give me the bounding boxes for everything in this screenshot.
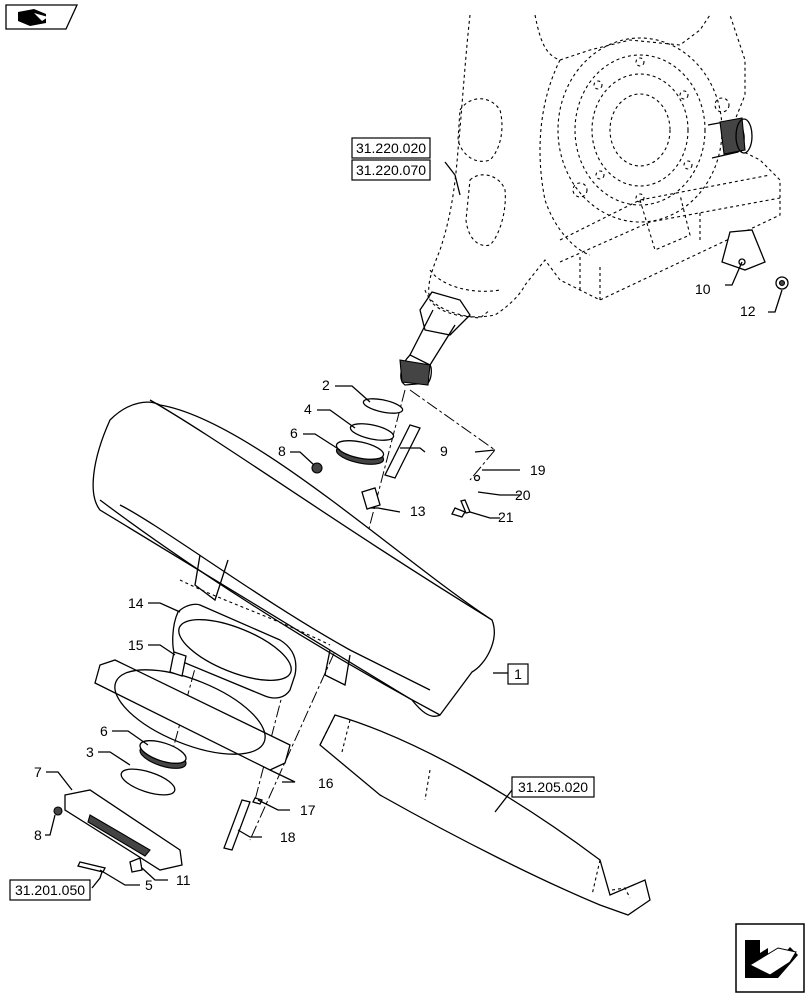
callout-14: 14: [128, 595, 144, 611]
callout-12: 12: [740, 303, 756, 319]
small-hardware-bottom: [53, 740, 263, 873]
callout-17: 17: [300, 802, 316, 818]
callout-21: 21: [498, 509, 514, 525]
belt: [319, 714, 651, 916]
ref-box-31-220-020[interactable]: 31.220.020: [351, 137, 431, 159]
svg-text:31.201.050: 31.201.050: [15, 882, 85, 898]
drum-assembly: [92, 399, 495, 717]
small-hardware-top: [311, 229, 789, 518]
callout-8-top: 8: [278, 443, 286, 459]
callout-16: 16: [318, 775, 334, 791]
svg-text:31.205.020: 31.205.020: [518, 779, 588, 795]
callout-4: 4: [304, 401, 312, 417]
main-item-box[interactable]: 1: [507, 663, 529, 685]
callout-15: 15: [128, 637, 144, 653]
callout-10: 10: [695, 281, 711, 297]
book-nav-icon[interactable]: [5, 4, 79, 30]
callout-19: 19: [530, 462, 546, 478]
leader-lines: [45, 161, 783, 889]
callout-3: 3: [86, 744, 94, 760]
callout-18: 18: [280, 829, 296, 845]
ref-box-31-201-050[interactable]: 31.201.050: [9, 879, 91, 901]
svg-text:31.220.020: 31.220.020: [356, 140, 426, 156]
callout-11: 11: [176, 872, 191, 888]
callout-6-bottom: 6: [100, 723, 108, 739]
callout-7: 7: [34, 764, 42, 780]
flange-assembly: [94, 603, 297, 771]
gearbox-housing: [428, 14, 781, 318]
svg-text:31.220.070: 31.220.070: [356, 162, 426, 178]
callout-13: 13: [410, 503, 426, 519]
next-page-arrow-icon[interactable]: [735, 923, 805, 993]
callout-20: 20: [515, 487, 531, 503]
ref-box-31-220-070[interactable]: 31.220.070: [351, 159, 431, 181]
callout-5: 5: [145, 877, 153, 893]
ref-box-31-205-020[interactable]: 31.205.020: [511, 776, 595, 798]
callout-2: 2: [322, 377, 330, 393]
callout-9: 9: [440, 443, 448, 459]
callout-8-bottom: 8: [34, 827, 42, 843]
center-axis-aux: [409, 389, 496, 481]
callout-6-top: 6: [290, 425, 298, 441]
callout-labels: 2 4 6 8 9 13 19 20 21 10 12 14 15 6 3 7 …: [34, 281, 756, 893]
svg-text:1: 1: [514, 666, 522, 682]
output-shaft: [399, 289, 491, 386]
